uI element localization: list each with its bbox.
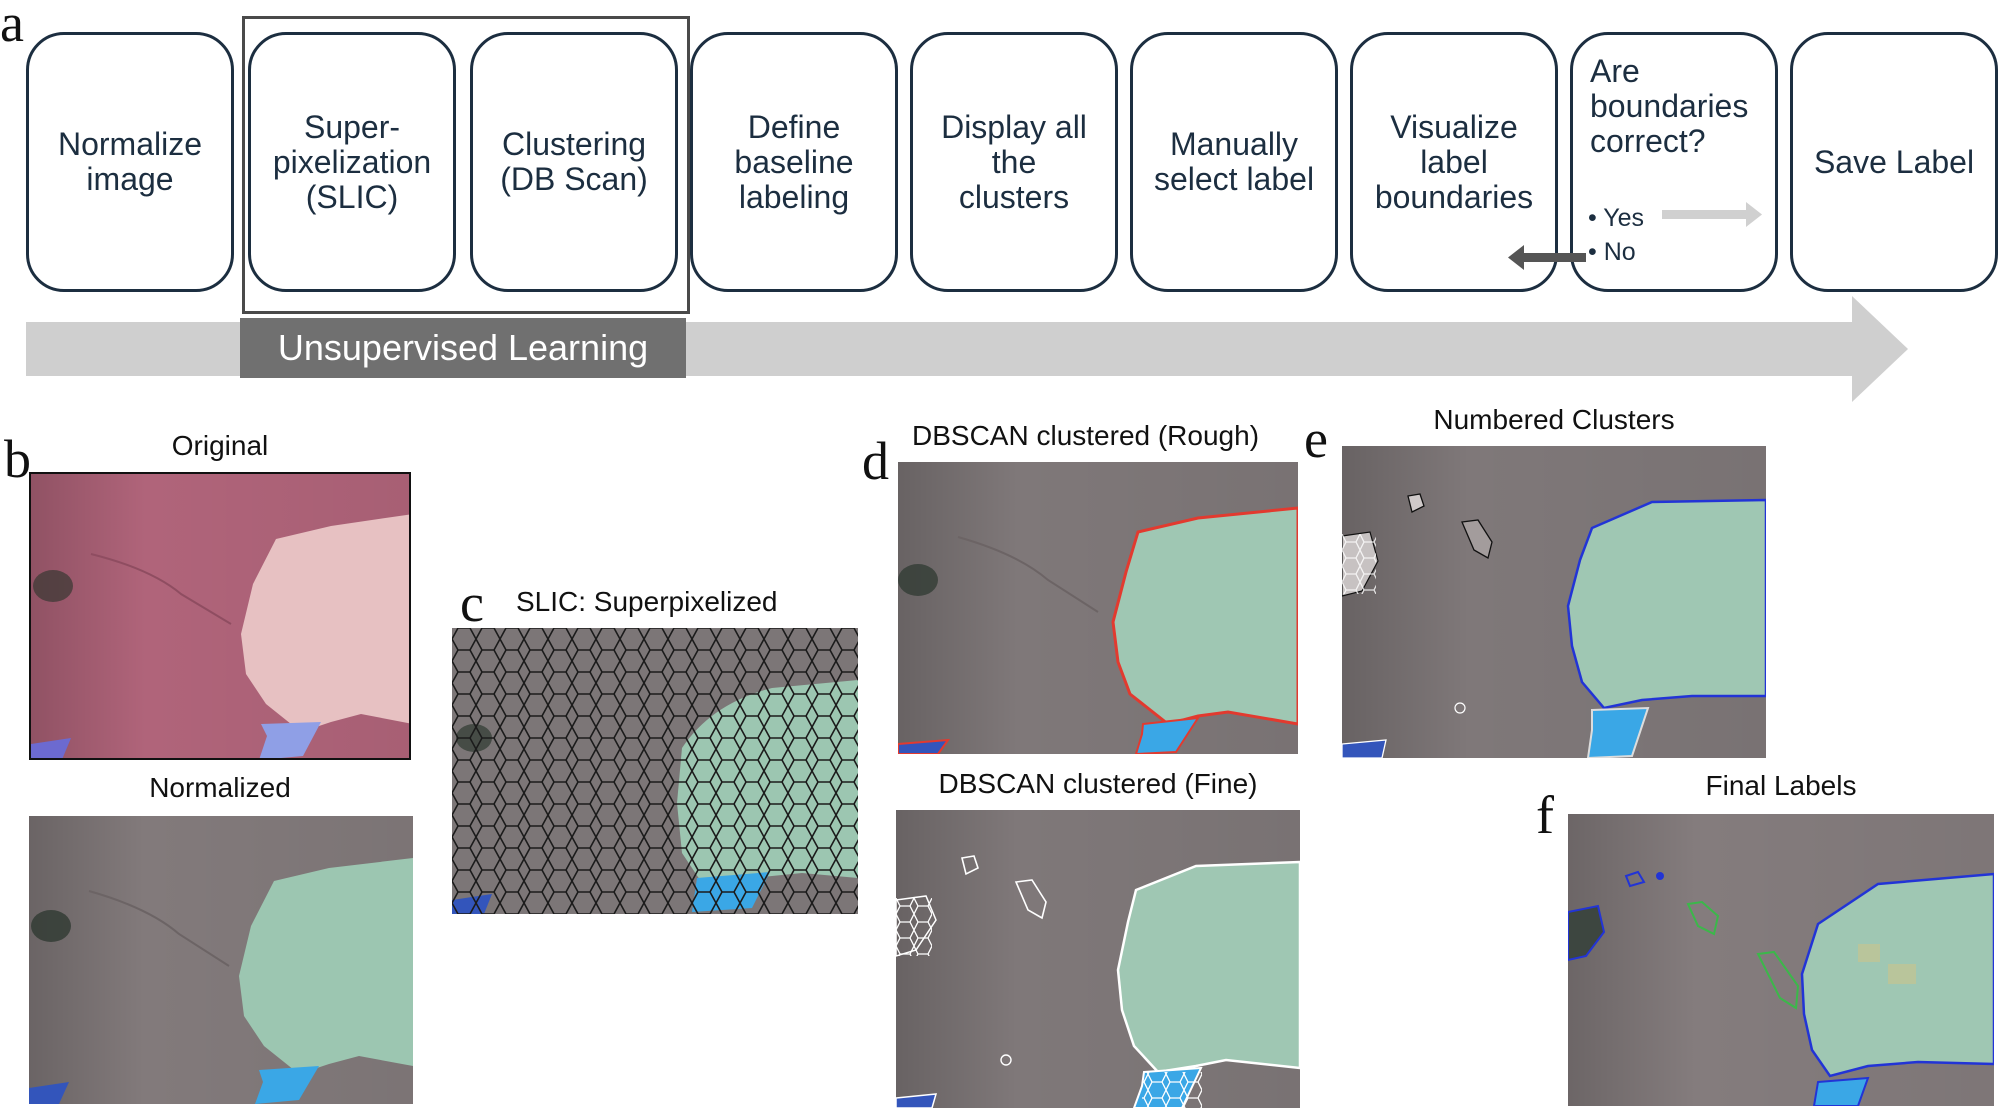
- step-decision: [1570, 32, 1778, 292]
- decision-arrows: [1508, 202, 1762, 270]
- caption-dbscan-fine: DBSCAN clustered (Fine): [938, 768, 1258, 799]
- step-label: Super- pixelization (SLIC): [272, 108, 432, 215]
- decision-no: • No: [1588, 238, 1636, 266]
- no-arrow-icon: [1508, 245, 1586, 270]
- normalized-image: [29, 816, 413, 1104]
- panel-letter-f: f: [1536, 785, 1554, 845]
- step-label: Manually select label: [1153, 126, 1315, 197]
- decision-question: Are boundaries correct?: [1590, 53, 1749, 159]
- step-save-label: Save Label: [1790, 32, 1998, 292]
- unsupervised-group-box: [242, 16, 690, 314]
- caption-slic: SLIC: Superpixelized: [516, 586, 778, 617]
- step-label: Save Label: [1813, 143, 1975, 180]
- panel-letter-d: d: [862, 431, 889, 491]
- step-label: Normalize image: [57, 126, 203, 197]
- step-superpixelization: Super- pixelization (SLIC): [248, 32, 456, 292]
- pipeline-arrow-head-icon: [1852, 296, 1908, 402]
- panel-letter-b: b: [4, 429, 31, 489]
- step-select-label: Manually select label: [1130, 32, 1338, 292]
- final-labels-image: [1568, 814, 1994, 1106]
- dbscan-fine-image: [896, 810, 1300, 1108]
- unsupervised-learning-label: Unsupervised Learning: [240, 318, 686, 378]
- step-label: Clustering (DB Scan): [500, 126, 648, 197]
- step-label: Display all the clusters: [941, 108, 1087, 215]
- caption-final-labels: Final Labels: [1705, 770, 1857, 801]
- panel-letter-a: a: [0, 0, 24, 53]
- slic-image: [452, 628, 858, 914]
- step-label: Define baseline labeling: [734, 108, 854, 215]
- panel-letter-c: c: [460, 573, 484, 633]
- step-normalize-image: Normalize image: [26, 32, 234, 292]
- caption-normalized: Normalized: [149, 772, 291, 803]
- caption-numbered-clusters: Numbered Clusters: [1433, 404, 1675, 435]
- numbered-clusters-image: [1342, 446, 1766, 758]
- caption-dbscan-rough: DBSCAN clustered (Rough): [912, 420, 1260, 451]
- dbscan-rough-image: [898, 462, 1298, 754]
- step-label: Visualize label boundaries: [1374, 108, 1534, 215]
- yes-arrow-icon: [1662, 202, 1762, 227]
- step-clustering: Clustering (DB Scan): [470, 32, 678, 292]
- panel-letter-e: e: [1304, 409, 1328, 469]
- step-define-baseline: Define baseline labeling: [690, 32, 898, 292]
- decision-yes: • Yes: [1588, 204, 1645, 232]
- original-image: [29, 472, 411, 760]
- step-display-clusters: Display all the clusters: [910, 32, 1118, 292]
- caption-original: Original: [171, 430, 269, 461]
